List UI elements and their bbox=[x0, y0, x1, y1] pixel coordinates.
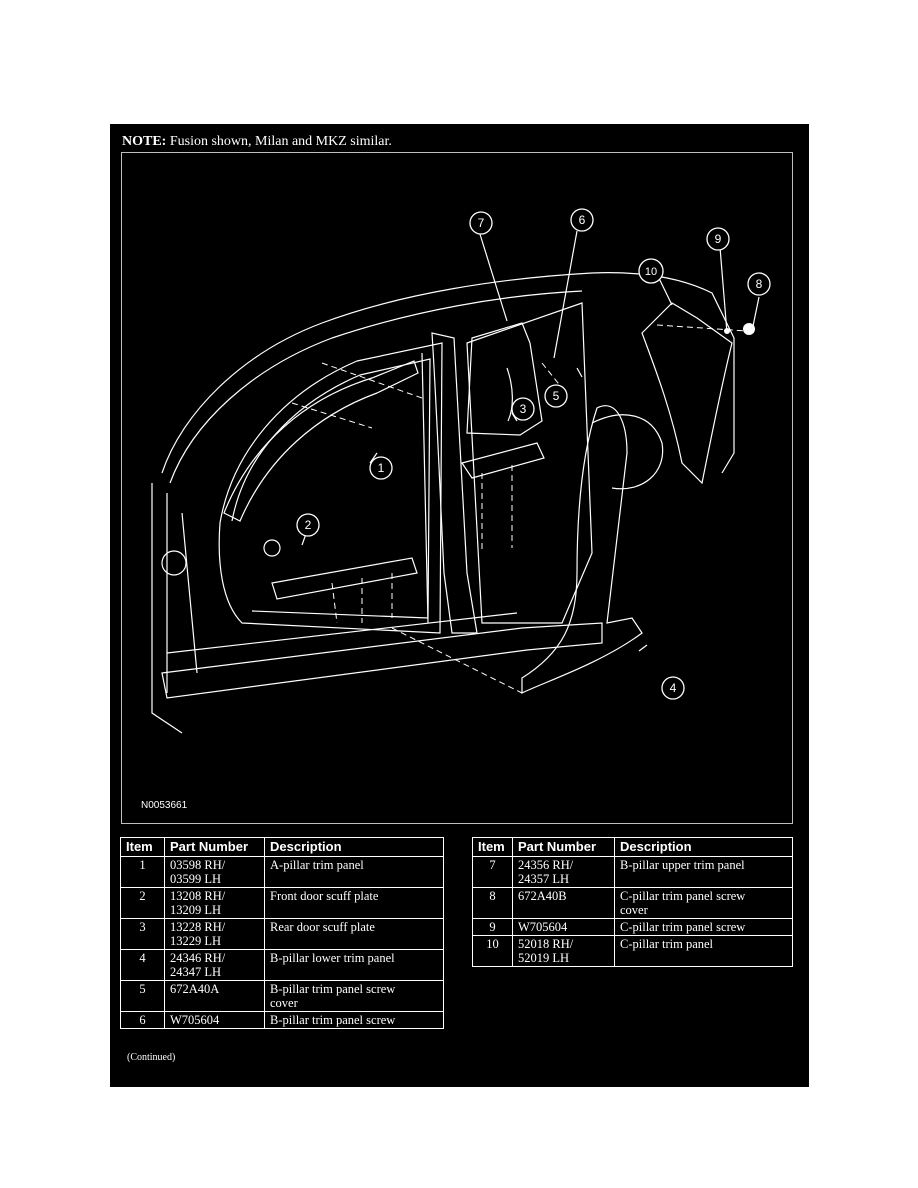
svg-text:8: 8 bbox=[756, 277, 763, 291]
callout-9: 9 bbox=[706, 227, 730, 251]
rocker-sill bbox=[161, 622, 603, 699]
cell-desc: B-pillar lower trim panel bbox=[264, 949, 444, 981]
cell-desc: C-pillar trim panel screw cover bbox=[614, 887, 793, 919]
a-pillar-trim-panel bbox=[223, 360, 419, 522]
cell-part: 24346 RH/ 24347 LH bbox=[164, 949, 265, 981]
cell-item: 9 bbox=[472, 918, 513, 936]
b-pillar-lower-trim-panel bbox=[521, 405, 643, 694]
svg-text:6: 6 bbox=[579, 213, 586, 227]
cell-desc: C-pillar trim panel screw bbox=[614, 918, 793, 936]
cell-item: 3 bbox=[120, 918, 165, 950]
cell-part: W705604 bbox=[164, 1011, 265, 1029]
body-outline bbox=[161, 272, 735, 474]
svg-text:1: 1 bbox=[378, 461, 385, 475]
svg-text:7: 7 bbox=[478, 216, 485, 230]
exploded-view-figure: 1 2 3 4 5 6 7 8 9 10 N0053661 bbox=[121, 152, 793, 824]
cell-item: 1 bbox=[120, 856, 165, 888]
callout-1: 1 bbox=[369, 456, 393, 480]
front-door-frame bbox=[218, 342, 443, 634]
note: NOTE: Fusion shown, Milan and MKZ simila… bbox=[122, 134, 392, 150]
column-header: Description bbox=[614, 837, 793, 857]
cell-item: 5 bbox=[120, 980, 165, 1012]
rear-door-frame bbox=[466, 302, 593, 624]
figure-id: N0053661 bbox=[141, 800, 188, 811]
svg-text:4: 4 bbox=[670, 681, 677, 695]
cell-item: 10 bbox=[472, 935, 513, 967]
column-header: Description bbox=[264, 837, 444, 857]
table-header-row: Item Part Number Description bbox=[472, 837, 793, 857]
note-label: NOTE: bbox=[122, 134, 167, 149]
cell-desc: Front door scuff plate bbox=[264, 887, 444, 919]
c-pillar-trim-panel bbox=[641, 302, 733, 485]
table-header-row: Item Part Number Description bbox=[120, 837, 444, 857]
rear-door-scuff-plate bbox=[461, 442, 545, 479]
callout-6: 6 bbox=[570, 208, 594, 232]
cell-part: 672A40B bbox=[512, 887, 615, 919]
cell-item: 7 bbox=[472, 856, 513, 888]
continued-label: (Continued) bbox=[127, 1052, 176, 1063]
column-header: Item bbox=[472, 837, 513, 857]
callout-3: 3 bbox=[511, 397, 535, 421]
svg-text:9: 9 bbox=[715, 232, 722, 246]
cell-desc: B-pillar upper trim panel bbox=[614, 856, 793, 888]
column-header: Part Number bbox=[512, 837, 615, 857]
svg-text:2: 2 bbox=[305, 518, 312, 532]
cell-part: 672A40A bbox=[164, 980, 265, 1012]
cell-desc: Rear door scuff plate bbox=[264, 918, 444, 950]
cell-item: 2 bbox=[120, 887, 165, 919]
b-pillar-upper-trim bbox=[466, 322, 543, 436]
callout-8: 8 bbox=[747, 272, 771, 296]
cell-item: 8 bbox=[472, 887, 513, 919]
cell-desc: B-pillar trim panel screw cover bbox=[264, 980, 444, 1012]
front-door-scuff-plate bbox=[271, 557, 418, 600]
svg-text:3: 3 bbox=[520, 402, 527, 416]
cell-item: 4 bbox=[120, 949, 165, 981]
cell-part: 13228 RH/ 13229 LH bbox=[164, 918, 265, 950]
cell-desc: B-pillar trim panel screw bbox=[264, 1011, 444, 1029]
vehicle-interior-trim-drawing: 1 2 3 4 5 6 7 8 9 10 bbox=[151, 208, 771, 734]
callout-5: 5 bbox=[544, 384, 568, 408]
document-sheet: NOTE: Fusion shown, Milan and MKZ simila… bbox=[110, 124, 809, 1087]
cell-part: W705604 bbox=[512, 918, 615, 936]
cell-part: 13208 RH/ 13209 LH bbox=[164, 887, 265, 919]
column-header: Part Number bbox=[164, 837, 265, 857]
column-header: Item bbox=[120, 837, 165, 857]
cell-desc: C-pillar trim panel bbox=[614, 935, 793, 967]
callout-7: 7 bbox=[469, 211, 493, 235]
cell-part: 03598 RH/ 03599 LH bbox=[164, 856, 265, 888]
cell-part: 24356 RH/ 24357 LH bbox=[512, 856, 615, 888]
callout-2: 2 bbox=[296, 513, 320, 537]
cell-part: 52018 RH/ 52019 LH bbox=[512, 935, 615, 967]
svg-text:10: 10 bbox=[645, 266, 657, 278]
b-pillar bbox=[431, 332, 478, 634]
svg-text:5: 5 bbox=[553, 389, 560, 403]
cell-item: 6 bbox=[120, 1011, 165, 1029]
callout-10: 10 bbox=[638, 258, 664, 284]
callout-4: 4 bbox=[661, 676, 685, 700]
note-text: Fusion shown, Milan and MKZ similar. bbox=[166, 134, 392, 149]
cell-desc: A-pillar trim panel bbox=[264, 856, 444, 888]
